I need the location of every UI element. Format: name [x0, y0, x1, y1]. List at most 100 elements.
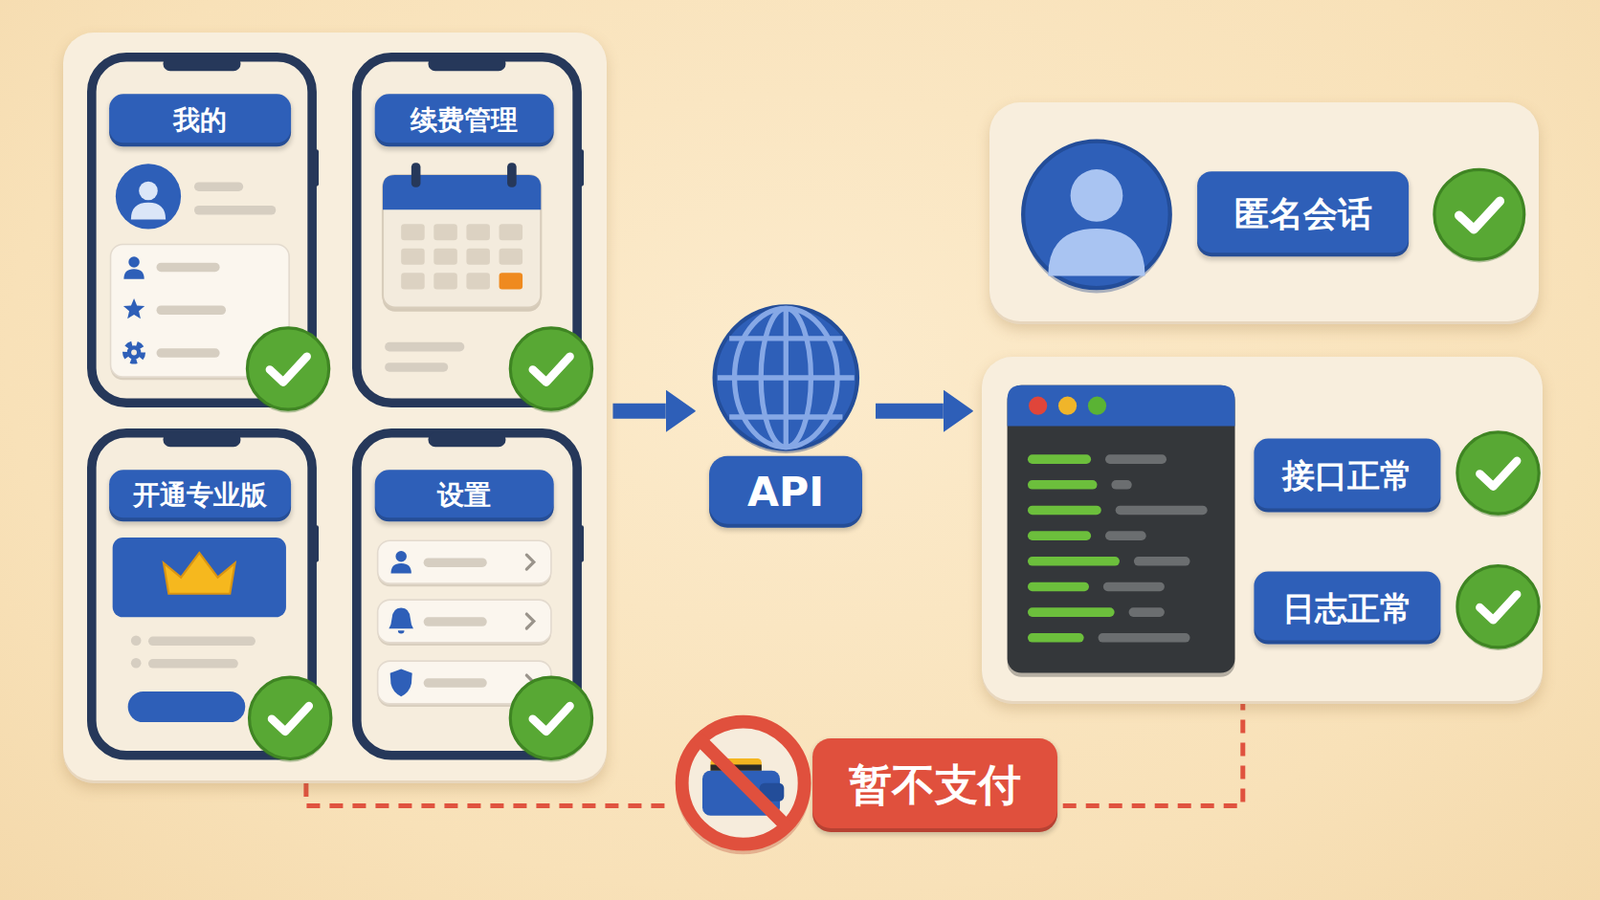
phone-frame-part: [427, 57, 506, 72]
illustration: [713, 306, 857, 454]
check-badge: [1434, 169, 1525, 263]
check-badge-part: [533, 356, 571, 383]
calendar-icon-part: [400, 273, 425, 290]
terminal-window-part: [1027, 556, 1120, 567]
flow-arrow: [612, 403, 666, 420]
dashed-connector: [306, 783, 672, 806]
check-badge-part: [248, 677, 331, 759]
node-box: 设置: [352, 428, 582, 761]
node-box: 开通专业版: [87, 428, 317, 761]
calendar-icon-part: [433, 273, 458, 290]
calendar-icon-part: [498, 224, 523, 242]
terminal-window-part: [1027, 532, 1091, 542]
node-box: API: [704, 301, 868, 534]
node-box: 我的: [87, 52, 317, 408]
illustration-part: [130, 635, 141, 646]
check-badge-part: [1479, 461, 1517, 488]
terminal-window-part: [1027, 480, 1098, 490]
label-slot: 开通专业版: [109, 470, 291, 522]
placeholder-line: [194, 182, 244, 193]
no-payment-icon-part: [681, 722, 804, 845]
terminal-window-part: [1097, 633, 1190, 644]
calendar-icon-part: [382, 175, 541, 309]
calendar-icon-part: [507, 163, 517, 189]
node-box: 暂不支付: [671, 711, 1064, 855]
chevron-icon: [526, 555, 534, 570]
placeholder-line: [384, 363, 448, 374]
terminal-window-part: [1105, 455, 1167, 466]
label-slot: API: [709, 456, 863, 529]
bell-icon: [388, 607, 414, 634]
terminal-window-part: [1111, 480, 1132, 490]
terminal-window-part: [1058, 397, 1077, 416]
phone-frame-part: [578, 150, 584, 187]
check-badge-part: [533, 706, 571, 733]
terminal-window: [1006, 385, 1235, 678]
person-icon-part: [138, 181, 158, 201]
person-icon-part: [123, 269, 144, 280]
check-badge-part: [1457, 566, 1539, 648]
phone-frame-part: [312, 150, 318, 187]
dashed-connector: [1063, 704, 1244, 807]
check-badge-part: [510, 328, 592, 410]
panel-box: 接口正常日志正常: [981, 356, 1543, 705]
calendar-icon-part: [498, 273, 523, 290]
label-pill: API: [709, 456, 863, 529]
placeholder-line: [155, 306, 226, 316]
icon: [675, 720, 811, 856]
calendar-icon-part: [433, 248, 458, 266]
panel-box: 我的 续费管理开通专业版 设置: [63, 32, 607, 784]
flow-arrow: [875, 403, 944, 420]
globe-icon-part: [729, 335, 843, 341]
check-badge: [246, 328, 329, 414]
crown-icon: [163, 553, 236, 595]
check-badge-part: [510, 677, 592, 759]
gear-icon-part: [131, 350, 137, 356]
phone-frame-part: [312, 525, 318, 562]
check-badge-part: [1457, 432, 1539, 514]
calendar-icon-part: [466, 273, 490, 290]
illustration: [90, 57, 329, 414]
chevron-icon: [526, 614, 534, 629]
illustration: [1023, 140, 1526, 293]
label-pill: 接口正常: [1253, 439, 1441, 513]
no-payment-icon: [675, 720, 811, 856]
check-badge-part: [268, 356, 307, 383]
globe-icon-part: [729, 414, 843, 420]
label-slot: 我的: [109, 93, 291, 147]
phone-frame-part: [578, 525, 584, 562]
terminal-window-part: [1027, 633, 1085, 644]
calendar-icon-part: [433, 224, 458, 242]
placeholder-line: [423, 557, 488, 568]
person-icon-part: [128, 257, 140, 269]
check-badge: [248, 677, 331, 763]
card: [377, 540, 552, 584]
terminal-window-part: [1088, 397, 1107, 416]
terminal-window-part: [1027, 582, 1089, 593]
illustration: [1006, 385, 1539, 678]
terminal-window-part: [1027, 506, 1102, 516]
placeholder-line: [148, 636, 256, 646]
no-payment-icon-part: [758, 783, 784, 802]
person-icon: [390, 551, 411, 574]
calendar-icon-part: [498, 248, 523, 266]
label-slot: 接口正常: [1253, 439, 1441, 513]
label-slot: 日志正常: [1253, 571, 1441, 645]
calendar-icon-part: [411, 163, 422, 189]
node-box: 续费管理: [352, 52, 582, 408]
check-badge-part: [246, 328, 329, 410]
person-icon-part: [390, 563, 411, 574]
terminal-window-part: [1006, 385, 1235, 427]
calendar-icon-part: [466, 248, 490, 266]
label-pill: 我的: [109, 93, 291, 147]
pro-card: [111, 537, 286, 618]
label-pill: 匿名会话: [1197, 171, 1410, 258]
check-badge-part: [1479, 595, 1517, 622]
no-payment-icon-part: [675, 720, 811, 856]
label-pill: 设置: [375, 470, 555, 522]
globe-icon-part: [717, 375, 855, 380]
avatar: [114, 164, 180, 230]
person-icon: [1048, 169, 1146, 276]
illustration: [356, 432, 593, 762]
label-slot: 设置: [375, 470, 555, 522]
